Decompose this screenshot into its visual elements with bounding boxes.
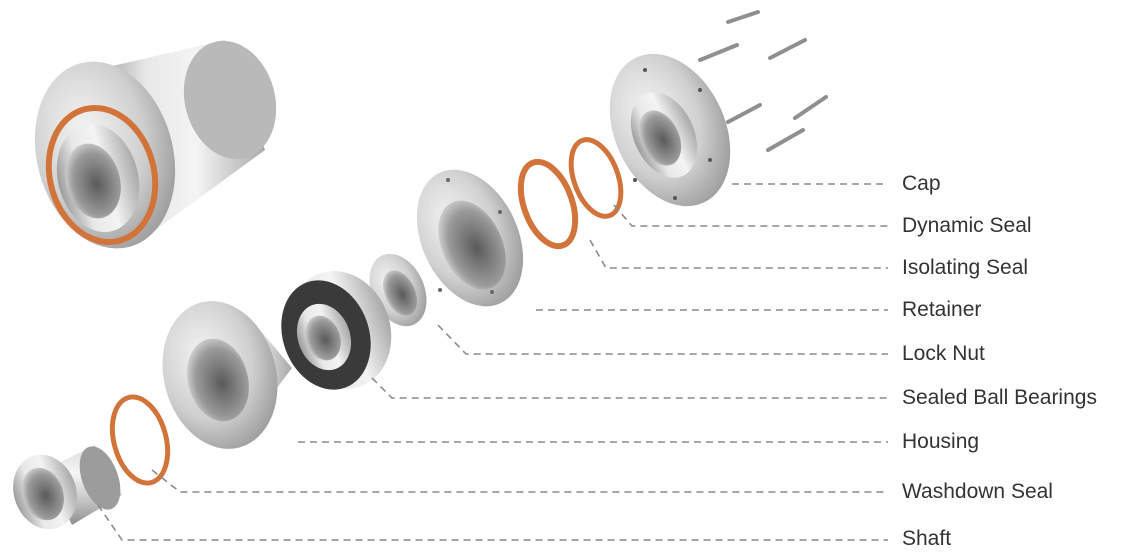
label-dynamic-seal: Dynamic Seal (902, 214, 1032, 238)
label-isolating-seal: Isolating Seal (902, 256, 1028, 280)
shaft-part (3, 441, 128, 538)
label-sealed-ball-bearings: Sealed Ball Bearings (902, 386, 1097, 410)
label-housing: Housing (902, 430, 979, 454)
leader-line-isolating-seal (590, 240, 888, 268)
label-lock-nut: Lock Nut (902, 342, 985, 366)
isolating-seal-part (510, 154, 585, 253)
label-shaft: Shaft (902, 527, 951, 551)
housing-part (146, 288, 293, 462)
leader-line-lock-nut (438, 325, 888, 354)
cap-part (586, 34, 753, 225)
label-cap: Cap (902, 172, 941, 196)
leader-line-shaft (98, 505, 888, 540)
assembled-unit (15, 30, 289, 264)
label-retainer: Retainer (902, 298, 981, 322)
label-washdown-seal: Washdown Seal (902, 480, 1053, 504)
leader-line-dynamic-seal (614, 205, 888, 226)
leader-line-sealed-ball-bearings (372, 378, 888, 398)
leader-line-washdown-seal (152, 470, 888, 492)
